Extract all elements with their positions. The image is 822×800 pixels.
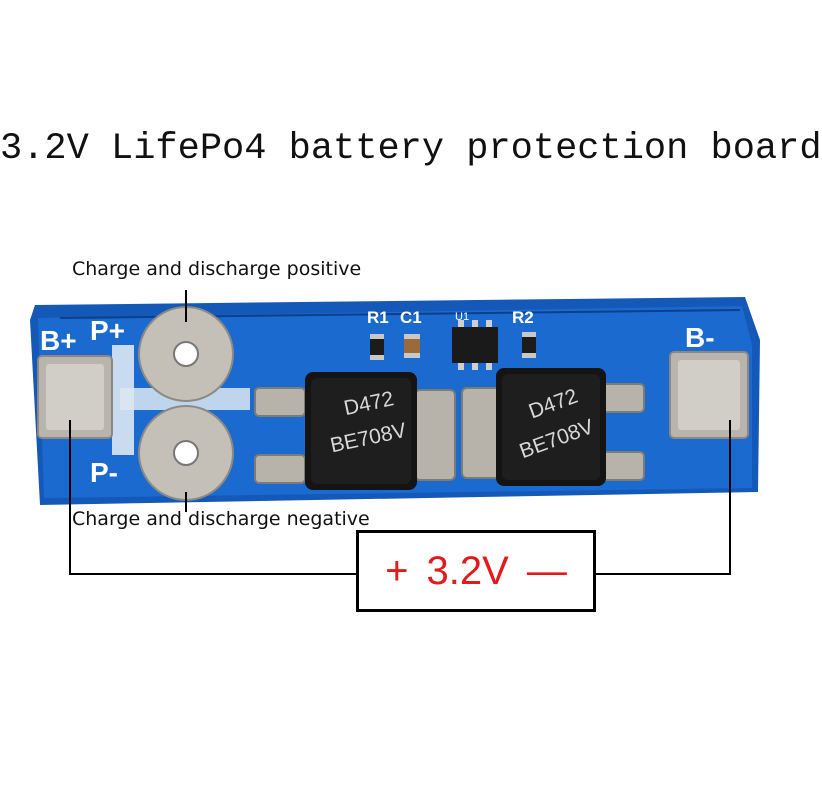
pad-label-p-minus: P- <box>90 457 118 488</box>
battery-voltage-box: + 3.2V — <box>356 530 596 612</box>
voltage-minus-sign: — <box>526 548 567 593</box>
pad-label-b-plus: B+ <box>40 325 77 356</box>
mosfet-chip-2 <box>496 368 606 486</box>
callout-positive: Charge and discharge positive <box>72 258 362 280</box>
mosfet-chip-1 <box>305 372 417 490</box>
voltage-plus-sign: + <box>385 548 409 593</box>
b-minus-pad <box>669 351 749 439</box>
voltage-value: 3.2V <box>426 548 509 593</box>
resistor-r2 <box>522 332 536 358</box>
resistor-r1 <box>370 334 384 360</box>
capacitor-c1 <box>404 334 420 358</box>
component-label-r1: R1 <box>367 308 389 327</box>
protection-board: B+ P+ P- B- R1 C1 U1 R2 <box>30 290 760 575</box>
ic-u1 <box>452 320 498 370</box>
component-label-r2: R2 <box>512 308 534 327</box>
pad-label-b-minus: B- <box>685 322 715 353</box>
callout-negative: Charge and discharge negative <box>72 508 370 530</box>
page-title: 3.2V LifePo4 battery protection board <box>0 128 822 170</box>
component-label-c1: C1 <box>400 308 422 327</box>
mosfet-pads <box>254 383 645 484</box>
battery-wiring <box>69 420 731 575</box>
p-minus-pad <box>138 405 234 501</box>
b-plus-pad <box>37 355 113 439</box>
p-plus-pad <box>138 306 234 402</box>
pad-label-p-plus: P+ <box>90 315 125 346</box>
